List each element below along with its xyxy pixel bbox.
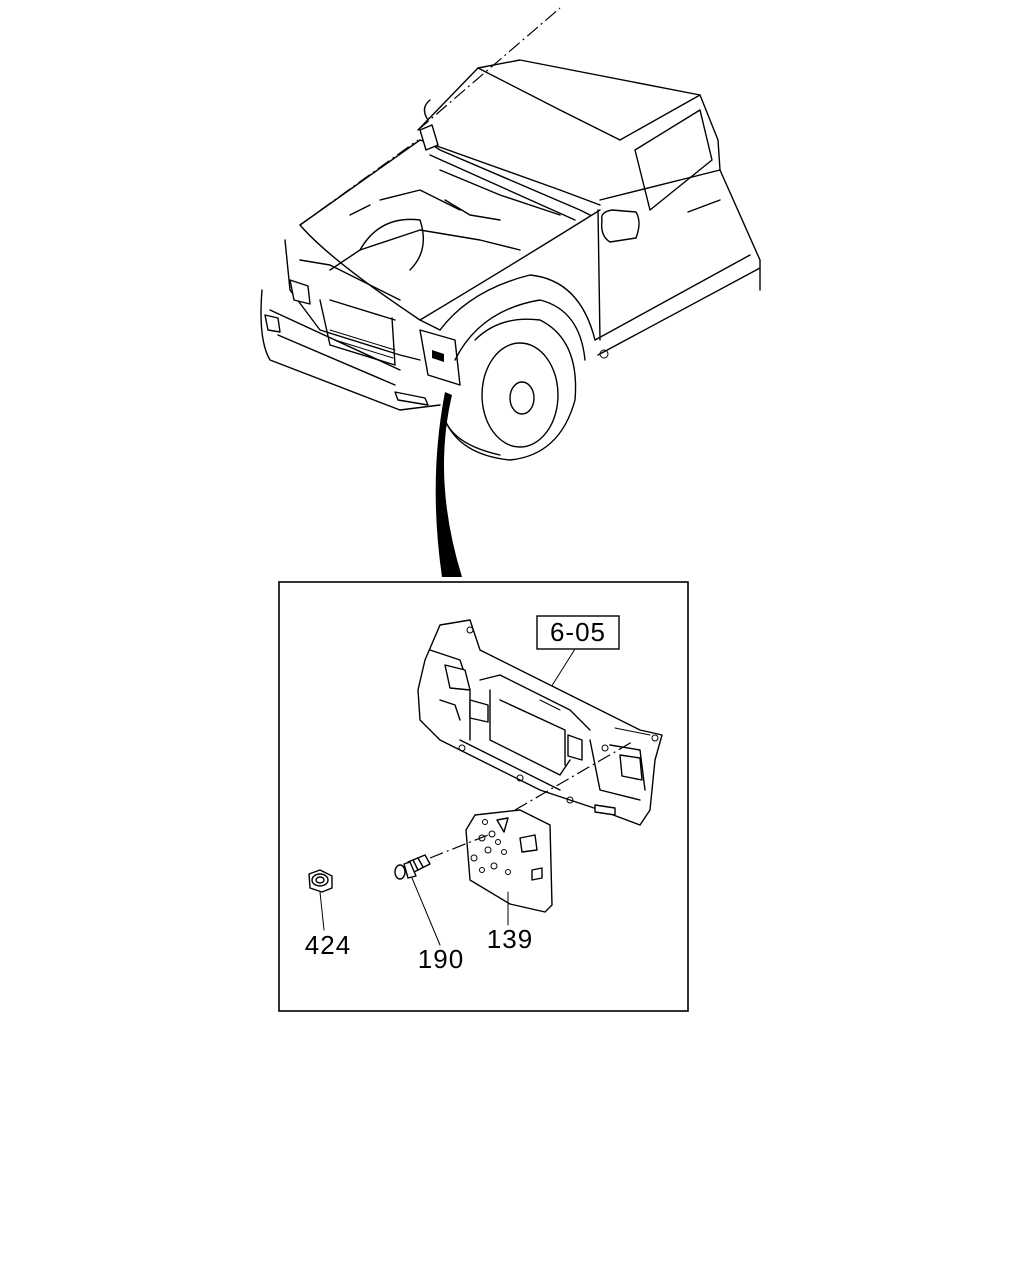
part-139-plate bbox=[465, 809, 553, 913]
detail-pointer bbox=[435, 392, 462, 577]
radiator-support-panel bbox=[417, 619, 663, 826]
callout-190: 190 bbox=[418, 944, 464, 974]
reference-label: 6-05 bbox=[550, 617, 606, 647]
leader-424 bbox=[319, 891, 325, 931]
leader-190 bbox=[411, 877, 441, 946]
detail-box: 6-05 bbox=[278, 581, 689, 1012]
part-424-nut bbox=[308, 869, 333, 893]
reference-box bbox=[536, 615, 620, 650]
vehicle-overview bbox=[260, 7, 761, 461]
part-190-bolt bbox=[394, 834, 489, 880]
plate-leader bbox=[514, 741, 633, 811]
callout-139: 139 bbox=[487, 924, 533, 954]
callout-424: 424 bbox=[305, 930, 351, 960]
